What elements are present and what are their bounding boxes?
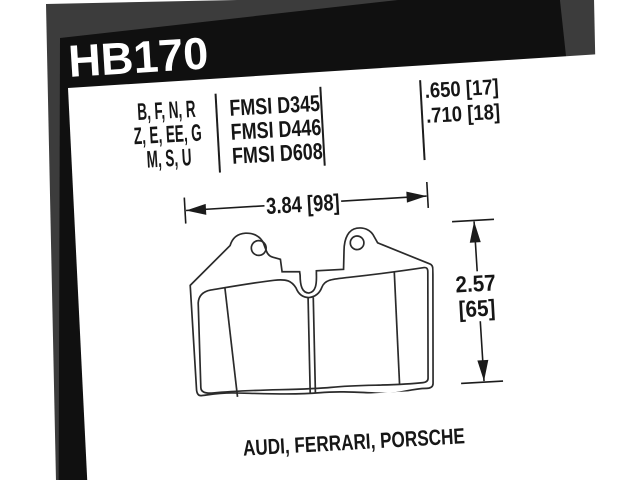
mounting-hole bbox=[250, 239, 267, 257]
pad-thickness-row: .650 [17] bbox=[424, 74, 500, 103]
applications-text: AUDI, FERRARI, PORSCHE bbox=[242, 423, 466, 461]
table-divider bbox=[214, 93, 221, 173]
mounting-hole bbox=[349, 235, 365, 251]
width-dimension-label: 3.84 [98] bbox=[263, 188, 342, 220]
spec-content: B, F, N, R Z, E, EE, G M, S, U FMSI D345… bbox=[68, 56, 640, 480]
height-dimension-mm: [65] bbox=[457, 294, 497, 323]
fmsi-row: FMSI D608 bbox=[231, 137, 324, 169]
height-dimension-label: 2.57 [65] bbox=[449, 269, 503, 323]
part-number: HB170 bbox=[66, 27, 210, 87]
brake-pad-drawing bbox=[189, 227, 434, 398]
compound-codes-column: B, F, N, R Z, E, EE, G M, S, U bbox=[124, 96, 212, 174]
pad-thickness-row: .710 [18] bbox=[425, 99, 501, 128]
fmsi-column: FMSI D345 FMSI D446 FMSI D608 bbox=[229, 90, 324, 169]
pad-thickness-column: .650 [17] .710 [18] bbox=[424, 75, 501, 128]
height-dimension-arrow bbox=[452, 218, 504, 385]
